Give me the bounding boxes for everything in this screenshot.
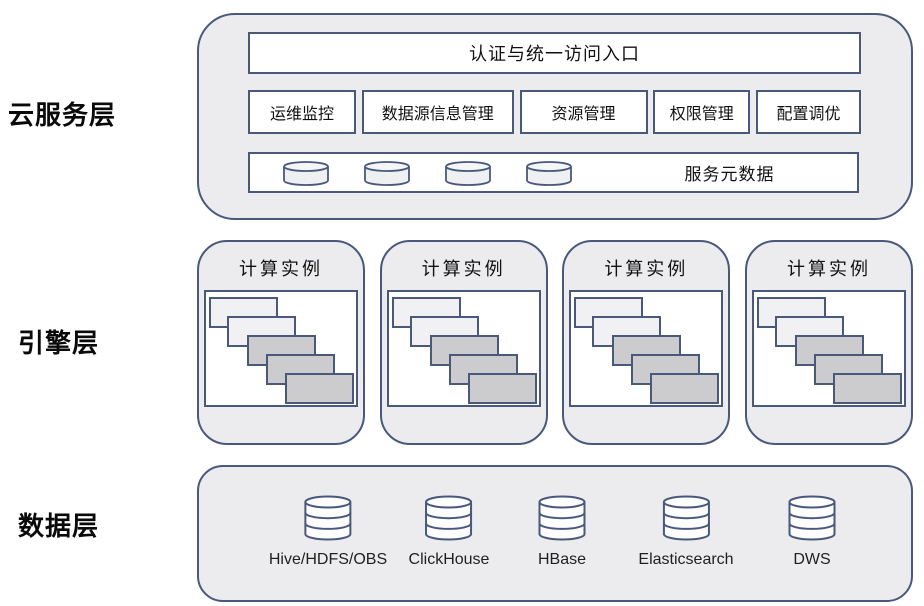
engine-layer-row: 计算实例 计算实例 计算实例 [197,240,913,445]
service-metadata-box: 服务元数据 [248,152,859,193]
compute-instance-card: 计算实例 [379,240,548,445]
stacked-card [650,373,720,404]
data-store-label: Elasticsearch [638,551,734,568]
stacked-card [832,373,902,404]
task-stack-box [751,290,906,407]
stacked-card [285,373,354,404]
database-icon [538,495,586,541]
service-box-ops-monitoring: 运维监控 [248,90,356,134]
task-stack-box [204,290,358,407]
auth-entry-box: 认证与统一访问入口 [248,32,861,74]
database-icon [283,161,329,186]
database-icon [364,161,410,186]
service-box-permission-mgmt: 权限管理 [653,90,751,134]
compute-instance-title: 计算实例 [239,259,323,279]
database-icon [662,495,710,541]
compute-instance-title: 计算实例 [604,259,689,279]
stacked-card [467,373,537,404]
data-store-label: Hive/HDFS/OBS [268,551,388,568]
layer-label-data: 数据层 [18,511,100,541]
database-icon [425,495,473,541]
service-metadata-label: 服务元数据 [684,165,775,184]
data-store-clickhouse: ClickHouse [408,495,490,569]
compute-instance-title: 计算实例 [786,259,871,279]
compute-instance-card: 计算实例 [744,240,913,445]
cloud-service-layer-panel: 认证与统一访问入口 运维监控 数据源信息管理 资源管理 权限管理 配置调优 [197,13,913,220]
service-row: 运维监控 数据源信息管理 资源管理 权限管理 配置调优 [248,90,861,134]
compute-instance-card: 计算实例 [197,240,365,445]
data-store-label: HBase [537,551,587,568]
data-store-elasticsearch: Elasticsearch [638,495,734,569]
data-layer-panel: Hive/HDFS/OBS ClickHouse HBase [197,465,913,602]
layer-label-engine: 引擎层 [18,328,100,358]
data-store-hive-hdfs-obs: Hive/HDFS/OBS [269,495,387,569]
task-stack-box [386,290,541,407]
compute-instance-card: 计算实例 [562,240,731,445]
service-box-config-tuning: 配置调优 [756,90,861,134]
task-stack-box [569,290,724,407]
data-store-hbase: HBase [537,495,587,569]
service-box-datasource-info-mgmt: 数据源信息管理 [361,90,514,134]
data-store-label: ClickHouse [408,551,490,568]
compute-instance-title: 计算实例 [421,259,506,279]
database-icon [526,161,572,186]
data-store-label: DWS [793,551,831,568]
database-icon [788,495,836,541]
metadata-cylinder-group [282,161,573,187]
service-box-resource-mgmt: 资源管理 [519,90,648,134]
data-store-dws: DWS [787,495,837,569]
layer-label-cloud-service: 云服务层 [8,100,117,130]
database-icon [445,161,491,186]
database-icon [304,495,352,541]
